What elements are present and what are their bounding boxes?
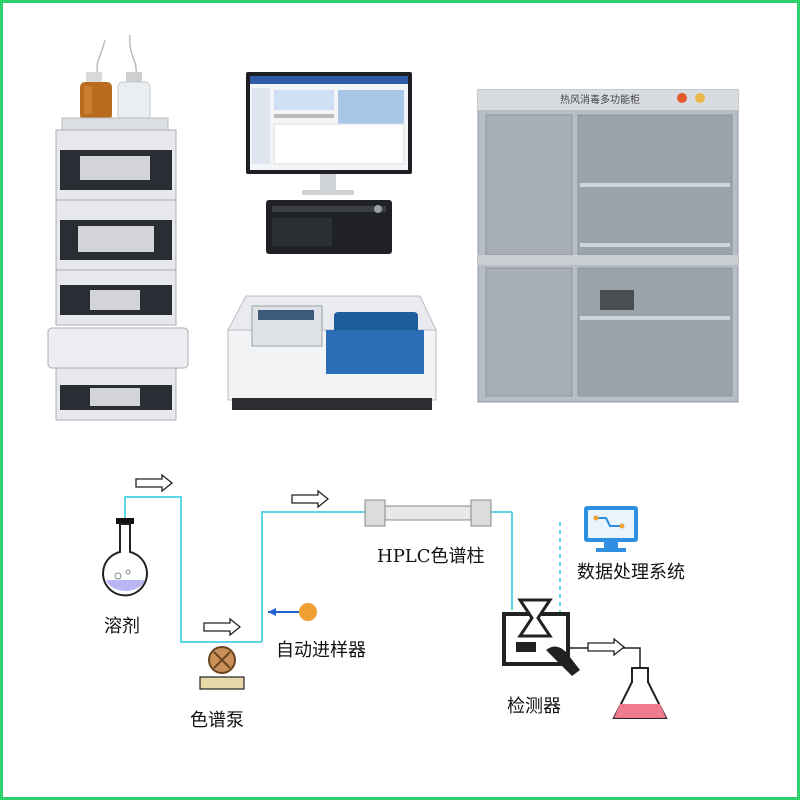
flow-arrow-2 [292, 491, 328, 507]
cabinet-sign: 热风消毒多功能柜 [560, 93, 640, 106]
solvent-flask-icon [103, 518, 147, 595]
hplc-system-photo [48, 35, 188, 420]
label-column: HPLC色谱柱 [377, 542, 485, 568]
data-system-monitor-icon [584, 506, 638, 552]
label-pump: 色谱泵 [190, 706, 244, 732]
computer-photo [246, 72, 412, 254]
detector-icon [504, 600, 580, 676]
waste-flask-icon [614, 668, 666, 718]
autosampler-icon [268, 603, 317, 621]
label-data-system: 数据处理系统 [577, 558, 685, 584]
flow-arrow-4 [588, 639, 624, 655]
label-solvent: 溶剂 [104, 612, 140, 638]
flow-arrow-3 [204, 619, 240, 635]
disinfection-cabinet-photo [478, 90, 738, 402]
uv-spectrophotometer-photo [228, 296, 436, 410]
label-detector: 检测器 [507, 692, 561, 718]
flow-arrow-1 [136, 475, 172, 491]
hplc-column-icon [365, 500, 491, 526]
label-autosampler: 自动进样器 [276, 636, 366, 662]
pump-icon [200, 647, 244, 689]
